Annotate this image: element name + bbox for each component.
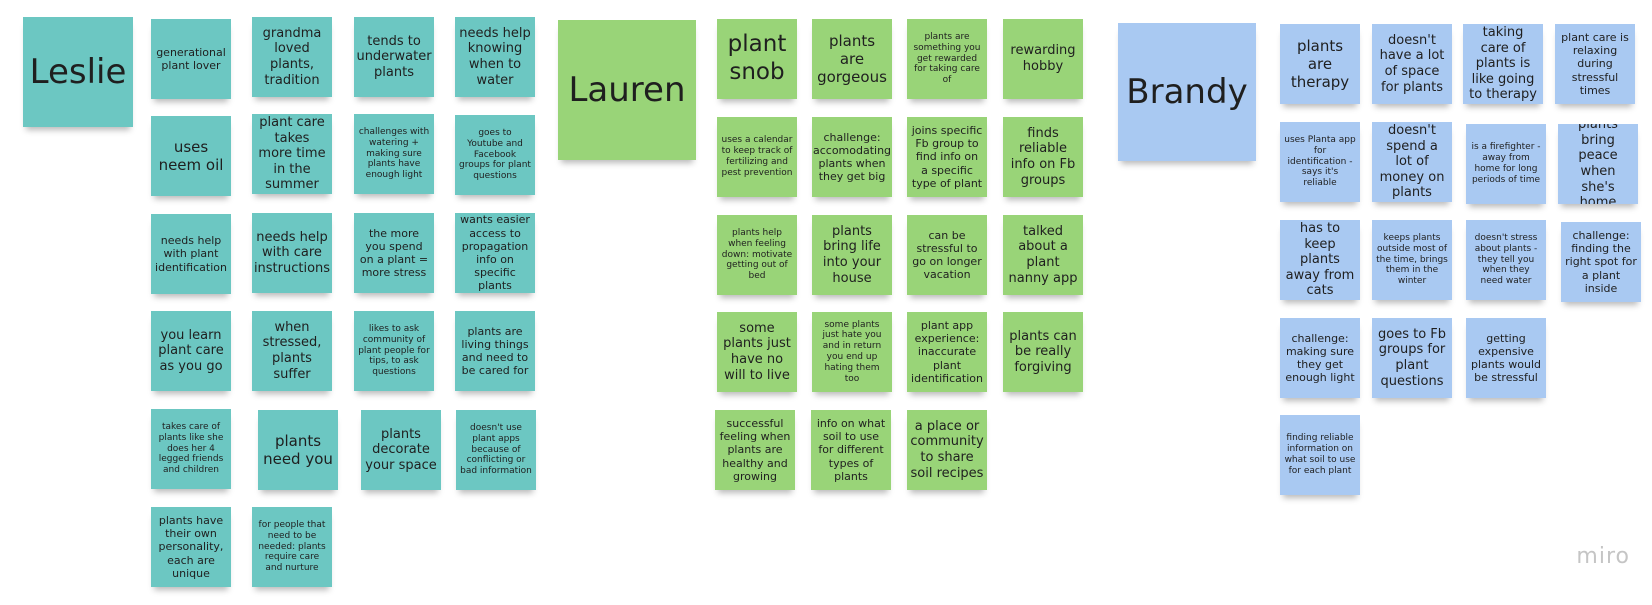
- sticky-note[interactable]: plant care is relaxing during stressful …: [1555, 24, 1635, 104]
- sticky-note[interactable]: plants help when feeling down: motivate …: [717, 215, 797, 295]
- sticky-note[interactable]: plants are gorgeous: [812, 19, 892, 99]
- sticky-note[interactable]: uses a calendar to keep track of fertili…: [717, 117, 797, 197]
- sticky-note[interactable]: some plants just have no will to live: [717, 312, 797, 392]
- sticky-note[interactable]: challenge: finding the right spot for a …: [1561, 222, 1641, 302]
- sticky-note[interactable]: doesn't have a lot of space for plants: [1372, 24, 1452, 104]
- sticky-note[interactable]: some plants just hate you and in return …: [812, 312, 892, 392]
- sticky-note[interactable]: when stressed, plants suffer: [252, 311, 332, 391]
- sticky-note[interactable]: talked about a plant nanny app: [1003, 215, 1083, 295]
- sticky-note[interactable]: uses Planta app for identification - say…: [1280, 122, 1360, 202]
- sticky-note[interactable]: plant care takes more time in the summer: [252, 114, 332, 194]
- sticky-note[interactable]: rewarding hobby: [1003, 19, 1083, 99]
- sticky-note[interactable]: needs help with plant identification: [151, 214, 231, 294]
- sticky-note[interactable]: needs help with care instructions: [252, 213, 332, 293]
- sticky-note[interactable]: plants need you: [258, 410, 338, 490]
- sticky-note[interactable]: doesn't stress about plants - they tell …: [1466, 220, 1546, 300]
- sticky-note[interactable]: doesn't spend a lot of money on plants: [1372, 122, 1452, 202]
- sticky-note[interactable]: plants can be really forgiving: [1003, 312, 1083, 392]
- sticky-note[interactable]: has to keep plants away from cats: [1280, 220, 1360, 300]
- sticky-note[interactable]: plants are something you get rewarded fo…: [907, 19, 987, 99]
- sticky-note[interactable]: plant snob: [717, 19, 797, 99]
- miro-logo: miro: [1576, 544, 1630, 569]
- sticky-note[interactable]: challenge: accomodating plants when they…: [812, 117, 892, 197]
- sticky-note[interactable]: keeps plants outside most of the time, b…: [1372, 220, 1452, 300]
- sticky-note[interactable]: tends to underwater plants: [354, 17, 434, 97]
- sticky-note[interactable]: you learn plant care as you go: [151, 311, 231, 391]
- sticky-note[interactable]: takes care of plants like she does her 4…: [151, 409, 231, 489]
- sticky-note[interactable]: plants decorate your space: [361, 410, 441, 490]
- sticky-note[interactable]: generational plant lover: [151, 19, 231, 99]
- sticky-note[interactable]: taking care of plants is like going to t…: [1463, 24, 1543, 104]
- sticky-note[interactable]: successful feeling when plants are healt…: [715, 410, 795, 490]
- sticky-note[interactable]: uses neem oil: [151, 116, 231, 196]
- sticky-note[interactable]: the more you spend on a plant = more str…: [354, 213, 434, 293]
- cluster-title-leslie[interactable]: Leslie: [23, 17, 133, 127]
- sticky-note[interactable]: for people that need to be needed: plant…: [252, 507, 332, 587]
- sticky-note[interactable]: challenges with watering + making sure p…: [354, 114, 434, 194]
- sticky-note[interactable]: challenge: making sure they get enough l…: [1280, 318, 1360, 398]
- sticky-note[interactable]: grandma loved plants, tradition: [252, 17, 332, 97]
- sticky-note[interactable]: can be stressful to go on longer vacatio…: [907, 215, 987, 295]
- sticky-note[interactable]: info on what soil to use for different t…: [811, 410, 891, 490]
- sticky-note[interactable]: a place or community to share soil recip…: [907, 410, 987, 490]
- sticky-note[interactable]: likes to ask community of plant people f…: [354, 311, 434, 391]
- sticky-note[interactable]: needs help knowing when to water: [455, 17, 535, 97]
- cluster-title-lauren[interactable]: Lauren: [558, 20, 696, 160]
- sticky-note[interactable]: goes to Youtube and Facebook groups for …: [455, 115, 535, 195]
- sticky-note[interactable]: is a firefighter - away from home for lo…: [1466, 124, 1546, 204]
- sticky-note[interactable]: plant app experience: inaccurate plant i…: [907, 312, 987, 392]
- sticky-note[interactable]: plants are living things and need to be …: [455, 311, 535, 391]
- sticky-note[interactable]: doesn't use plant apps because of confli…: [456, 410, 536, 490]
- sticky-note[interactable]: getting expensive plants would be stress…: [1466, 318, 1546, 398]
- sticky-note[interactable]: plants bring peace when she's home: [1558, 124, 1638, 204]
- sticky-note[interactable]: finding reliable information on what soi…: [1280, 415, 1360, 495]
- sticky-note[interactable]: finds reliable info on Fb groups: [1003, 117, 1083, 197]
- sticky-note[interactable]: wants easier access to propagation info …: [455, 213, 535, 293]
- sticky-note[interactable]: plants bring life into your house: [812, 215, 892, 295]
- sticky-note[interactable]: plants have their own personality, each …: [151, 507, 231, 587]
- sticky-note[interactable]: plants are therapy: [1280, 24, 1360, 104]
- sticky-note[interactable]: joins specific Fb group to find info on …: [907, 117, 987, 197]
- cluster-title-brandy[interactable]: Brandy: [1118, 23, 1256, 161]
- sticky-note[interactable]: goes to Fb groups for plant questions: [1372, 318, 1452, 398]
